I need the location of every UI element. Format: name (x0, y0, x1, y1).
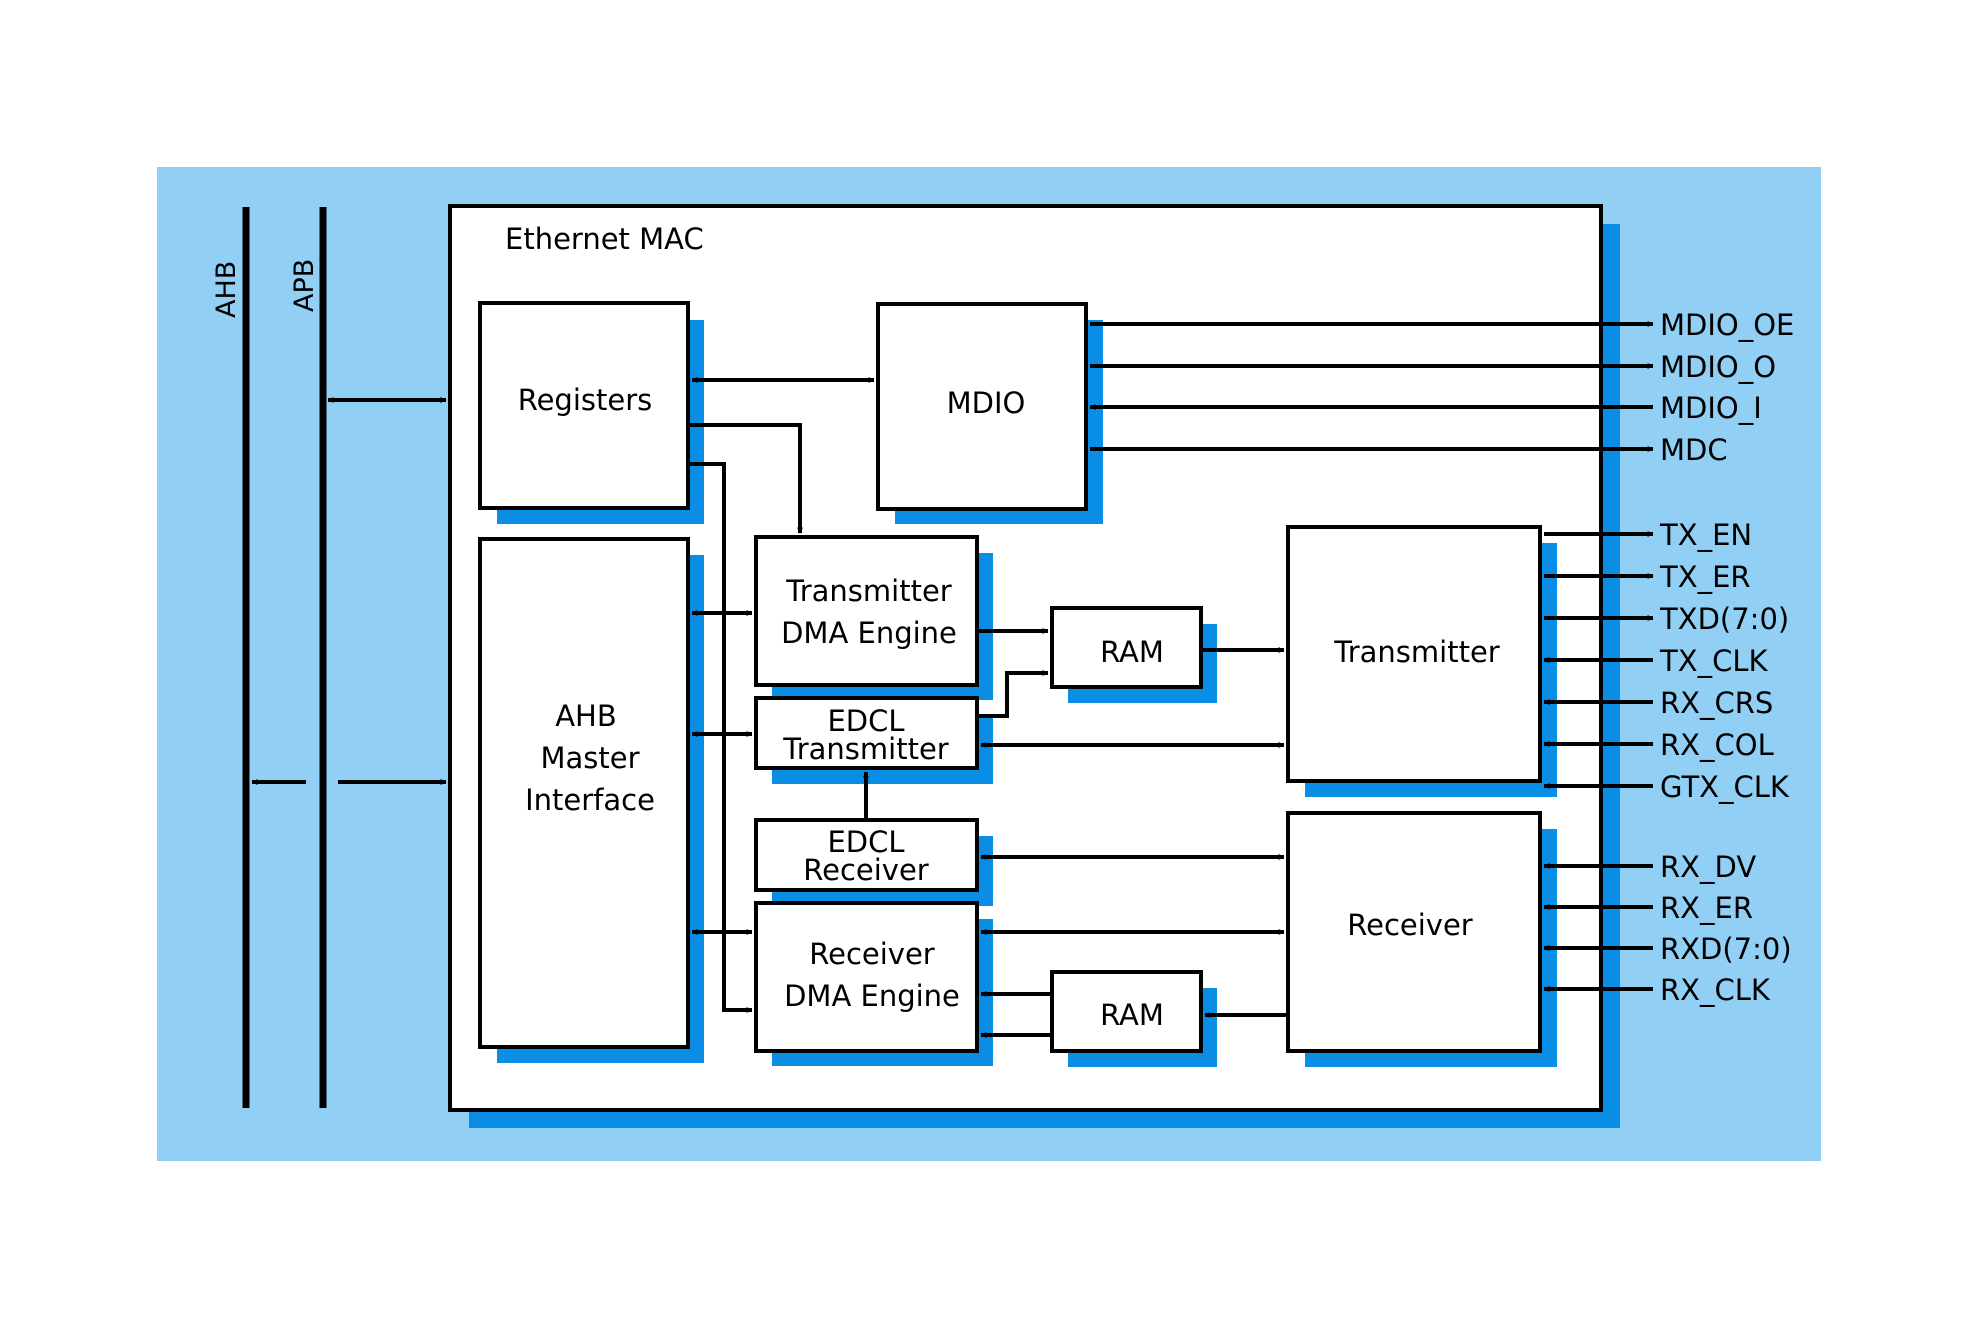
transmitter-block (1286, 525, 1542, 783)
signal-label-gtx-clk: GTX_CLK (1660, 770, 1790, 804)
signal-label-rx-clk: RX_CLK (1660, 973, 1771, 1007)
registers-label: Registers (518, 383, 653, 417)
signal-label-mdio-o: MDIO_O (1660, 350, 1776, 384)
edcl-rx-block (754, 818, 979, 892)
ahb-master-block (478, 537, 690, 1049)
apb-bus-label: APB (289, 259, 320, 312)
rx-dma-label-line-2: DMA Engine (784, 979, 960, 1013)
signal-label-rx-col: RX_COL (1660, 728, 1774, 762)
receiver-block (1286, 811, 1542, 1053)
tx-dma-label-line-2: DMA Engine (781, 616, 957, 650)
registers-block (478, 301, 690, 510)
edcl-tx-label-line-1: EDCL (827, 704, 904, 738)
signal-label-mdio-i: MDIO_I (1660, 391, 1762, 425)
transmitter-label: Transmitter (1333, 635, 1500, 669)
receiver-label: Receiver (1347, 908, 1473, 942)
signal-label-mdio-oe: MDIO_OE (1660, 308, 1794, 342)
ahb-master-label-line-3: Interface (525, 783, 655, 817)
ahb-bus-label: AHB (211, 261, 242, 318)
mdio-block (876, 302, 1088, 511)
signal-label-tx-er: TX_ER (1659, 560, 1751, 594)
ram-rx-block (1050, 970, 1203, 1053)
signal-label-rx-dv: RX_DV (1660, 850, 1756, 884)
signal-label-rx-er: RX_ER (1660, 891, 1753, 925)
edcl-tx-block (754, 696, 979, 770)
registers-rxdma-arrow (688, 462, 753, 1013)
ahb-master-label-line-2: Master (540, 741, 639, 775)
edcl-rx-label-line-1: EDCL (827, 825, 904, 859)
rx-dma-block (754, 901, 979, 1053)
edcltx-ram-arrow (978, 670, 1049, 718)
ahb-master-label-line-1: AHB (555, 699, 617, 733)
edcl-rx-label-line-2: Receiver (803, 853, 929, 887)
ethernet-mac-title: Ethernet MAC (505, 222, 704, 256)
rx-dma-label-line-1: Receiver (809, 937, 935, 971)
signal-label-tx-clk: TX_CLK (1659, 644, 1768, 678)
signal-label-mdc: MDC (1660, 433, 1728, 467)
signal-label-rxd-7-0-: RXD(7:0) (1660, 932, 1792, 966)
tx-dma-label-line-1: Transmitter (785, 574, 952, 608)
mdio-label: MDIO (947, 386, 1026, 420)
signal-label-txd-7-0-: TXD(7:0) (1659, 602, 1789, 636)
ram-tx-label: RAM (1100, 635, 1164, 669)
edcl-tx-label-line-2: Transmitter (782, 732, 949, 766)
ram-tx-block (1050, 606, 1203, 689)
tx-dma-block (754, 535, 979, 687)
signal-label-rx-crs: RX_CRS (1660, 686, 1773, 720)
ram-rx-label: RAM (1100, 998, 1164, 1032)
registers-txdma-arrow (688, 423, 803, 534)
signal-label-tx-en: TX_EN (1659, 518, 1752, 552)
